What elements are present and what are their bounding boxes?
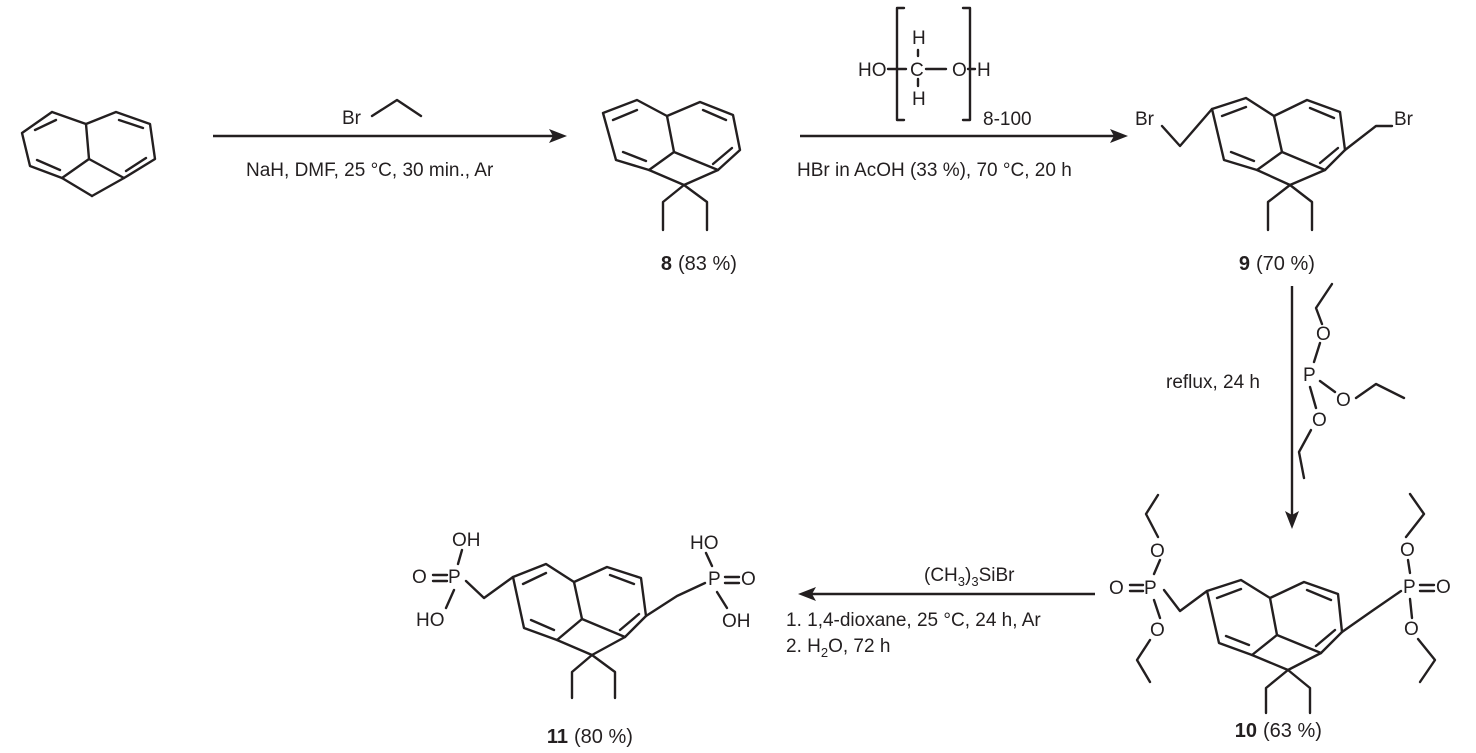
compound-10-p-left: P bbox=[1144, 578, 1157, 599]
step-4-arrow bbox=[798, 587, 1095, 601]
compound-9-yield: (70 %) bbox=[1256, 253, 1315, 275]
reagent-h-right-label: H bbox=[977, 60, 991, 81]
compound-11-structure: P O OH HO P O HO OH bbox=[412, 530, 756, 700]
step-4-conditions-1: 1. 1,4-dioxane, 25 °C, 24 h, Ar bbox=[786, 610, 1041, 631]
step-4-conditions-2: 2. H2O, 72 h bbox=[786, 636, 890, 660]
svg-text:10: 10 bbox=[1235, 720, 1257, 742]
svg-text:11: 11 bbox=[547, 726, 568, 748]
compound-9-number: 9 bbox=[1239, 253, 1250, 275]
bromoethane-reagent: Br bbox=[342, 98, 423, 129]
compound-10-o-right-up: O bbox=[1400, 540, 1415, 561]
step-4-reagent: (CH3)3SiBr bbox=[924, 565, 1015, 589]
compound-10-o-right-dbl: O bbox=[1436, 577, 1451, 598]
compound-9-br-left: Br bbox=[1135, 109, 1155, 130]
step-1-conditions: NaH, DMF, 25 °C, 30 min., Ar bbox=[246, 160, 494, 181]
compound-10-o-left-down: O bbox=[1150, 620, 1165, 641]
compound-8-structure bbox=[601, 98, 742, 232]
compound-11-o-right-dbl: O bbox=[741, 569, 756, 590]
paraformaldehyde-reagent: HO C O H H H 8-100 bbox=[858, 6, 1032, 130]
compound-9-br-right: Br bbox=[1394, 109, 1414, 130]
step-3-conditions: reflux, 24 h bbox=[1166, 372, 1260, 393]
svg-text:9: 9 bbox=[1239, 253, 1250, 275]
compound-11-ho-left: HO bbox=[416, 610, 445, 631]
compound-11-oh-right: OH bbox=[722, 611, 751, 632]
phosphite-o-1: O bbox=[1316, 324, 1331, 345]
compound-10-o-right-down: O bbox=[1404, 619, 1419, 640]
compound-8-yield: (83 %) bbox=[678, 253, 737, 275]
compound-11-yield: (80 %) bbox=[574, 726, 633, 748]
reagent-c-label: C bbox=[910, 60, 924, 81]
repeat-count: 8-100 bbox=[983, 109, 1032, 130]
phosphite-p: P bbox=[1303, 365, 1316, 386]
compound-11-label: 11 (80 %) bbox=[547, 726, 633, 748]
compound-11-oh-left: OH bbox=[452, 530, 481, 551]
compound-10-label: 10 (63 %) bbox=[1235, 720, 1322, 742]
compound-10-yield: (63 %) bbox=[1263, 720, 1322, 742]
triethyl-phosphite-reagent: O P O O bbox=[1297, 282, 1406, 480]
compound-11-ho-right: HO bbox=[690, 533, 719, 554]
compound-9-label: 9 (70 %) bbox=[1239, 253, 1315, 275]
compound-8-number: 8 bbox=[661, 253, 672, 275]
reagent-ho-label: HO bbox=[858, 60, 887, 81]
phosphite-o-3: O bbox=[1312, 410, 1327, 431]
svg-text:8: 8 bbox=[661, 253, 672, 275]
compound-10-o-left-dbl: O bbox=[1109, 578, 1124, 599]
step-2-arrow bbox=[800, 129, 1128, 143]
step-2-conditions: HBr in AcOH (33 %), 70 °C, 20 h bbox=[797, 160, 1072, 181]
compound-10-o-left-up: O bbox=[1150, 541, 1165, 562]
reagent-br-label: Br bbox=[342, 108, 362, 129]
step-1-arrow bbox=[213, 129, 567, 143]
fluorene-structure bbox=[20, 110, 157, 198]
compound-11-p-right: P bbox=[708, 569, 721, 590]
compound-9-structure: Br Br bbox=[1135, 96, 1414, 232]
compound-11-o-left-dbl: O bbox=[412, 567, 427, 588]
reagent-o-label: O bbox=[952, 60, 967, 81]
compound-11-p-left: P bbox=[448, 567, 461, 588]
phosphite-o-2: O bbox=[1336, 390, 1351, 411]
compound-10-structure: P O O O P O O O bbox=[1109, 492, 1451, 715]
reagent-h-top-label: H bbox=[912, 28, 926, 49]
step-3-arrow bbox=[1285, 286, 1299, 529]
compound-11-number: 11 bbox=[547, 726, 568, 748]
compound-10-number: 10 bbox=[1235, 720, 1257, 742]
compound-10-p-right: P bbox=[1403, 577, 1416, 598]
reagent-h-bottom-label: H bbox=[912, 89, 926, 110]
compound-8-label: 8 (83 %) bbox=[661, 253, 737, 275]
